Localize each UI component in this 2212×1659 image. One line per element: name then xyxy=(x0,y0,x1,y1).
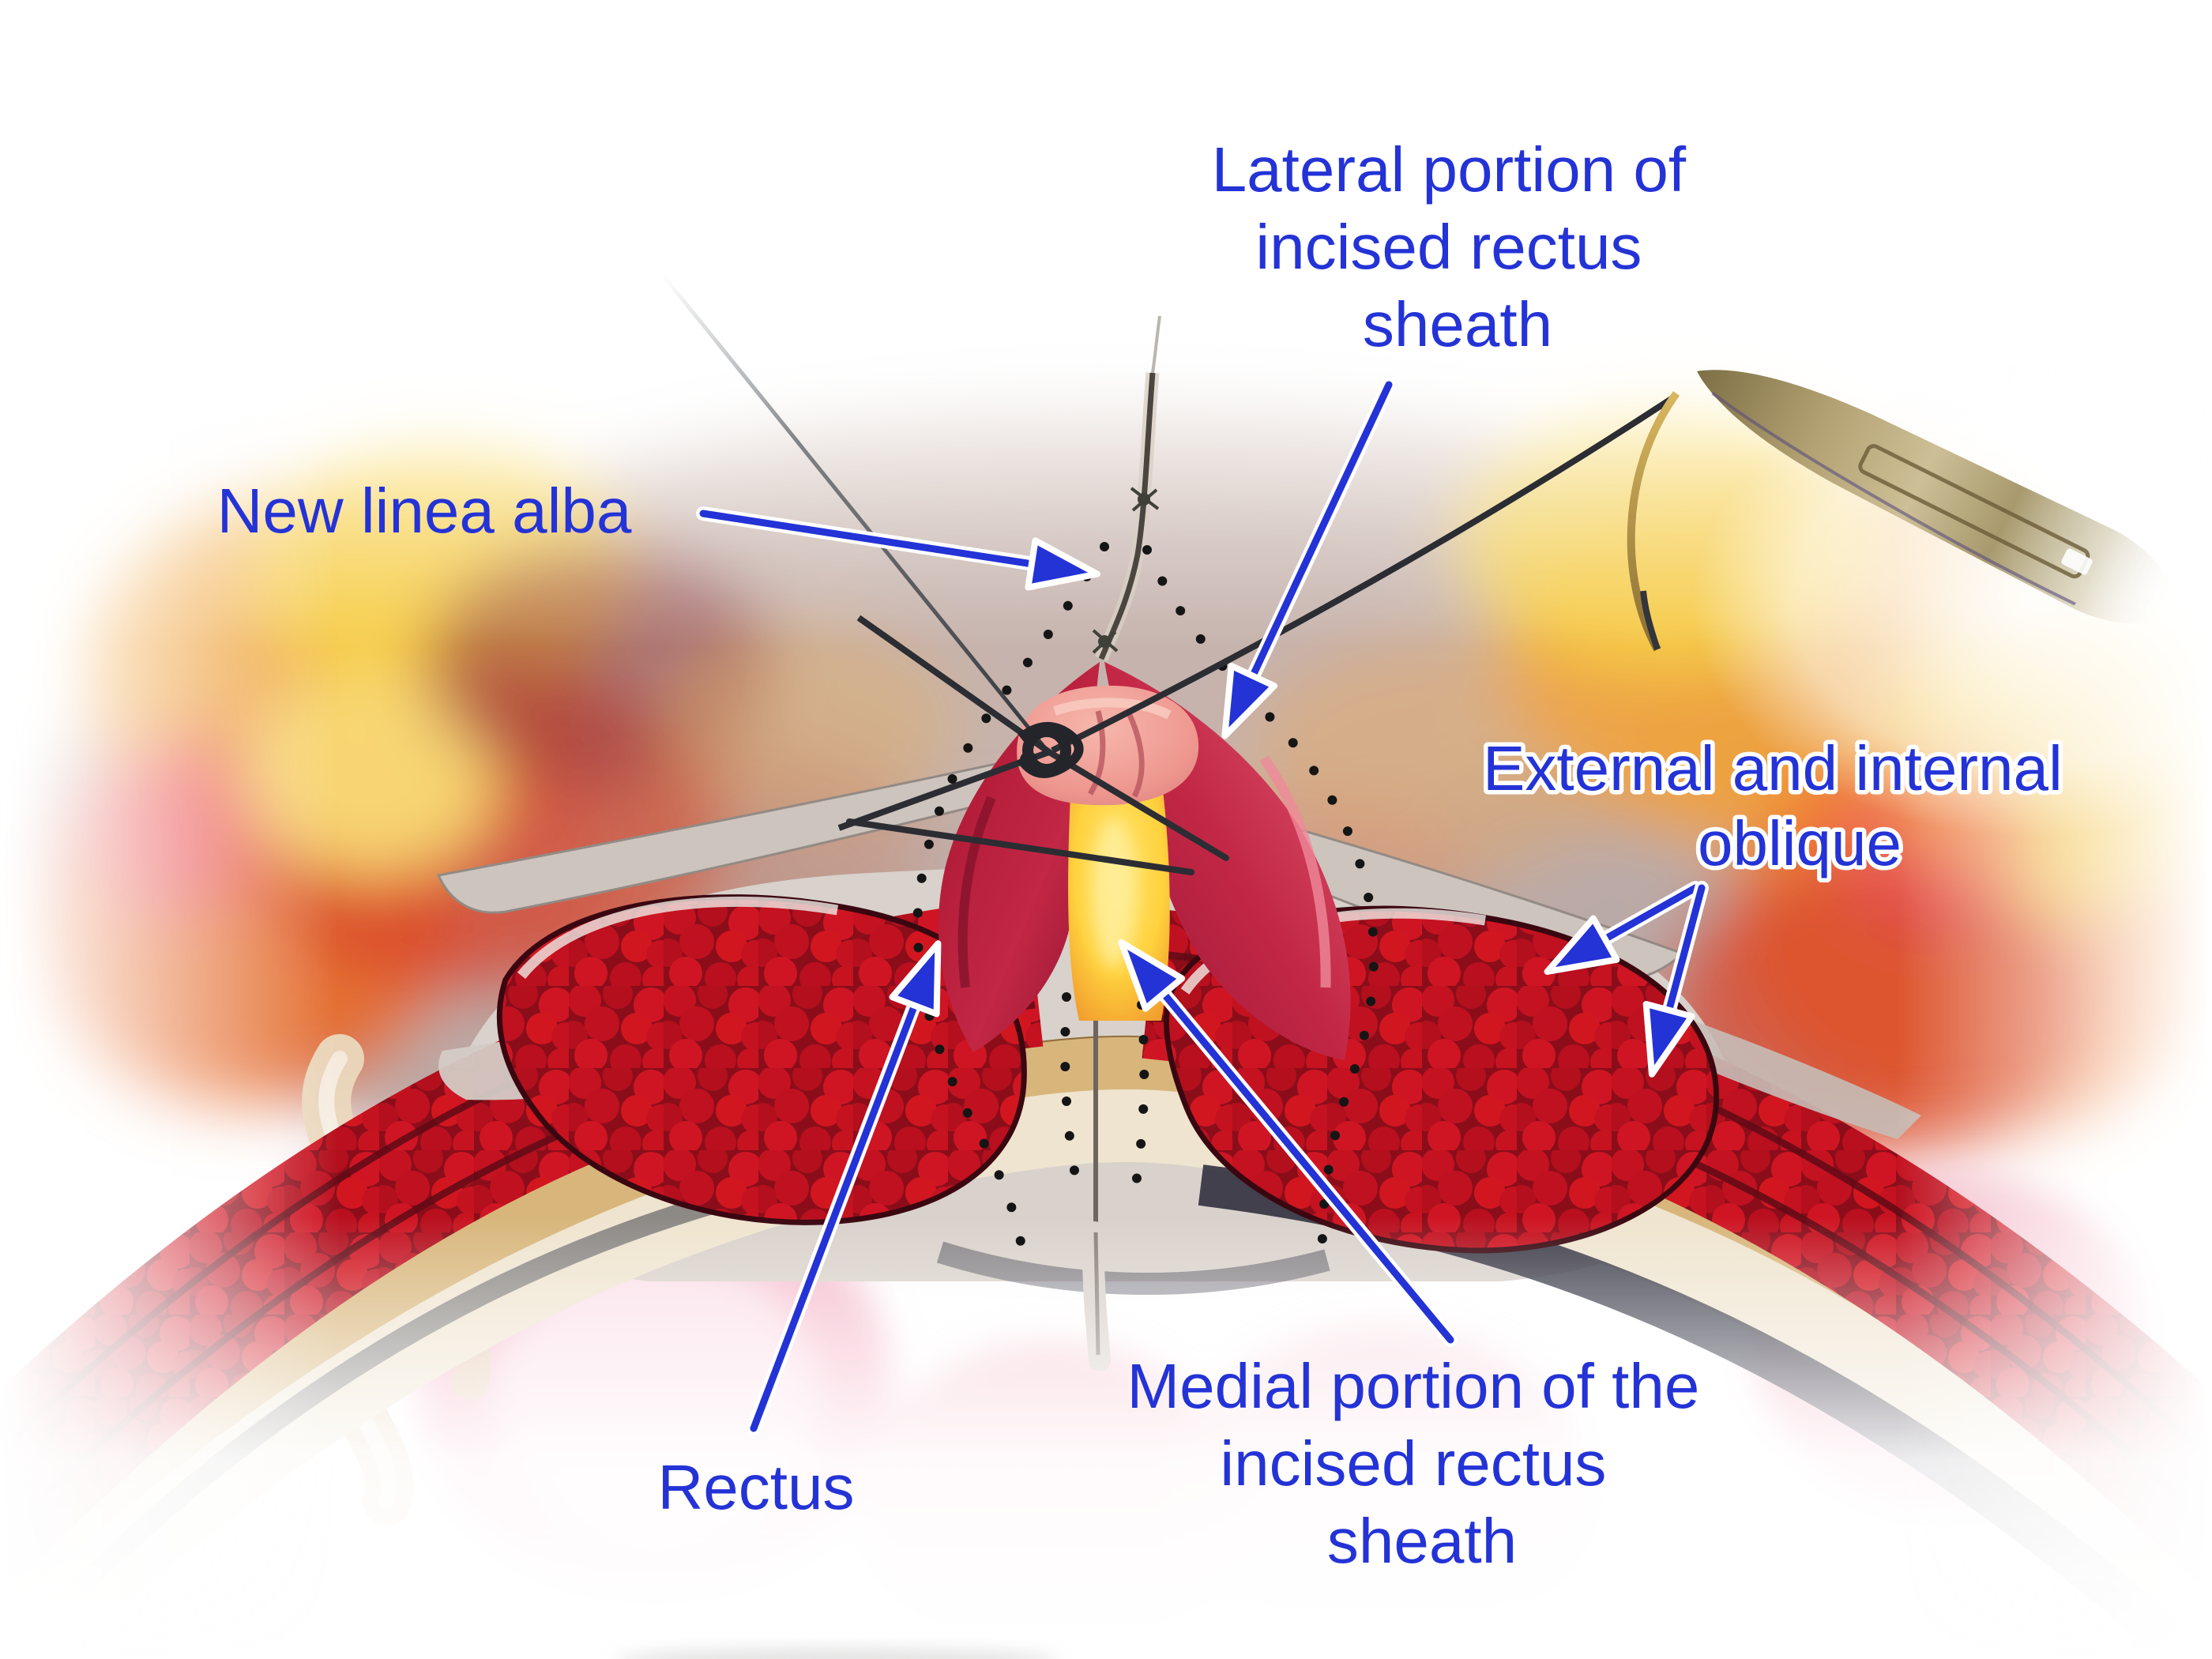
curved-needle-tip xyxy=(1640,590,1661,651)
arrow-oblique-lower xyxy=(1642,881,1709,1078)
label-lateral-portion: Lateral portion of incised rectus sheath xyxy=(1212,134,1704,359)
left-white-fade xyxy=(0,0,340,1659)
straight-needle xyxy=(660,273,1046,749)
arrow-medial-portion xyxy=(1118,939,1458,1347)
top-right-white-glow xyxy=(1691,363,2212,837)
dotted-cut-edges xyxy=(912,542,1379,1262)
curved-needle xyxy=(1627,391,1680,652)
suture-to-needle xyxy=(1051,393,1677,754)
arrow-oblique-upper xyxy=(1544,881,1702,975)
everted-tissue-roll xyxy=(1017,685,1199,806)
arrow-rectus xyxy=(747,940,942,1435)
label-new-linea-alba: New linea alba xyxy=(217,476,632,546)
suture-threads xyxy=(660,273,1677,875)
label-medial-portion: Medial portion of the incised rectus she… xyxy=(1127,1351,1717,1576)
arrow-lateral-portion xyxy=(1221,378,1396,739)
label-external-internal-oblique: External and internal oblique xyxy=(1483,733,2080,878)
new-linea-alba-seam xyxy=(1092,315,1161,662)
instrument-glint xyxy=(2061,548,2093,575)
suture-knot xyxy=(1016,721,1084,778)
label-rectus: Rectus xyxy=(658,1452,855,1522)
leader-arrows xyxy=(696,378,1709,1435)
bottom-white-fade xyxy=(0,1217,2212,1659)
labels: Lateral portion of incised rectus sheath… xyxy=(217,134,2080,1576)
arrow-new-linea-alba xyxy=(696,506,1100,591)
cropped-caption-smudge xyxy=(618,1648,1057,1659)
surgical-instrument xyxy=(1627,370,2192,652)
